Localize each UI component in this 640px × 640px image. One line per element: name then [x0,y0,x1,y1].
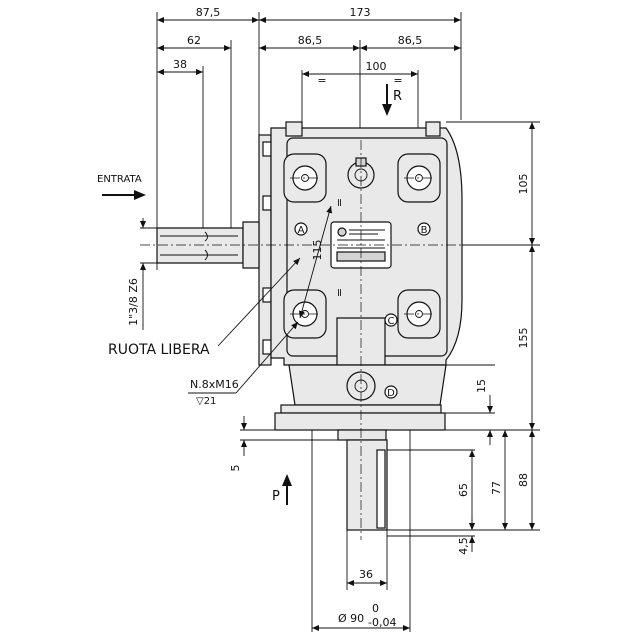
dim-38-label: 38 [173,58,187,71]
marker-d: D [387,388,395,399]
dim-86-5-right: 86,5 [360,34,461,51]
dim-62: 62 [157,34,231,51]
output-flange [274,412,446,431]
dim-86-5-right-label: 86,5 [398,34,423,47]
logo-icon [337,227,347,237]
dim-65: 65 [457,450,475,530]
bolt-callout: N.8xM16 ▽21 [188,321,299,407]
flange-tab-2 [262,195,272,211]
dim-62-label: 62 [187,34,201,47]
dim-4-5-label: 4,5 [457,537,470,555]
flange-tab-1 [262,141,272,157]
gearbox-housing [258,121,463,531]
input-shaft-body [156,227,244,264]
shaft-spec-label: 1"3/8 Z6 [127,278,140,326]
arrow-down-icon [382,104,392,116]
dim-105: 105 [517,122,535,245]
equal-mark-left: = [317,74,326,87]
dim-115-label: 115 [311,240,324,261]
dim-115: 115 = = [298,198,346,319]
dim-77: 77 [490,430,508,530]
marker-a: A [298,225,305,236]
dim-100: 100 = = [302,60,418,87]
arrow-right-icon [134,190,146,200]
p-arrow-label: P [272,489,280,504]
dim-15: 15 [475,379,493,445]
dim-36-label: 36 [359,568,373,581]
dim-87-5-label: 87,5 [196,6,221,19]
flange-tab-4 [262,339,272,355]
marker-c-circle [384,313,398,327]
output-shaft-keyway [376,449,386,529]
bolt-spec-label: N.8xM16 [190,378,239,391]
dim-88-label: 88 [517,473,530,487]
left-side-flange [258,134,272,366]
ruota-libera-label: RUOTA LIBERA [108,342,210,358]
top-lug-right [425,121,441,137]
top-extension-lines [156,12,462,270]
dim-86-5-left-label: 86,5 [298,34,323,47]
marker-d-circle [384,385,398,399]
equal-mark-upper: = [333,198,346,207]
marker-b: B [421,225,428,236]
dim-90-lower-tol: -0,04 [368,616,396,629]
dim-4-5: 4,5 [457,518,475,555]
shaft-spec: 1"3/8 Z6 [127,218,157,330]
p-direction-arrow: P [272,474,292,505]
dim-5: 5 [229,416,338,472]
bolt-depth-label: ▽21 [196,396,216,407]
ruota-libera-callout: RUOTA LIBERA [108,257,301,358]
dim-87-5: 87,5 [157,6,259,23]
dim-105-label: 105 [517,174,530,195]
dim-155-label: 155 [517,328,530,349]
dim-90: Ø 90 0 -0,04 [312,602,410,631]
output-shaft-collar [337,429,387,441]
equal-mark-lower: = [333,288,346,297]
dim-86-5-left: 86,5 [259,34,360,51]
dim-5-label: 5 [229,465,242,472]
dim-173: 173 [259,6,461,23]
dim-90-label: Ø 90 [338,612,364,625]
marker-c: C [388,316,395,327]
dim-90-upper-tol: 0 [372,602,379,615]
r-arrow-label: R [393,89,402,104]
equal-mark-right: = [393,74,402,87]
arrow-up-icon [282,474,292,486]
dim-100-label: 100 [366,60,387,73]
dim-88: 88 [517,430,535,530]
dim-77-label: 77 [490,481,503,495]
dim-15-label: 15 [475,379,488,393]
entrata-arrow: ENTRATA [97,174,146,200]
dim-36: 36 [347,568,387,586]
dim-173-label: 173 [350,6,371,19]
r-direction-arrow: R [382,84,402,116]
marker-b-circle [417,222,431,236]
top-lug-left [285,121,303,137]
dim-38: 38 [157,58,203,75]
dim-155: 155 [517,245,535,430]
entrata-label: ENTRATA [97,174,142,185]
dim-65-label: 65 [457,483,470,497]
